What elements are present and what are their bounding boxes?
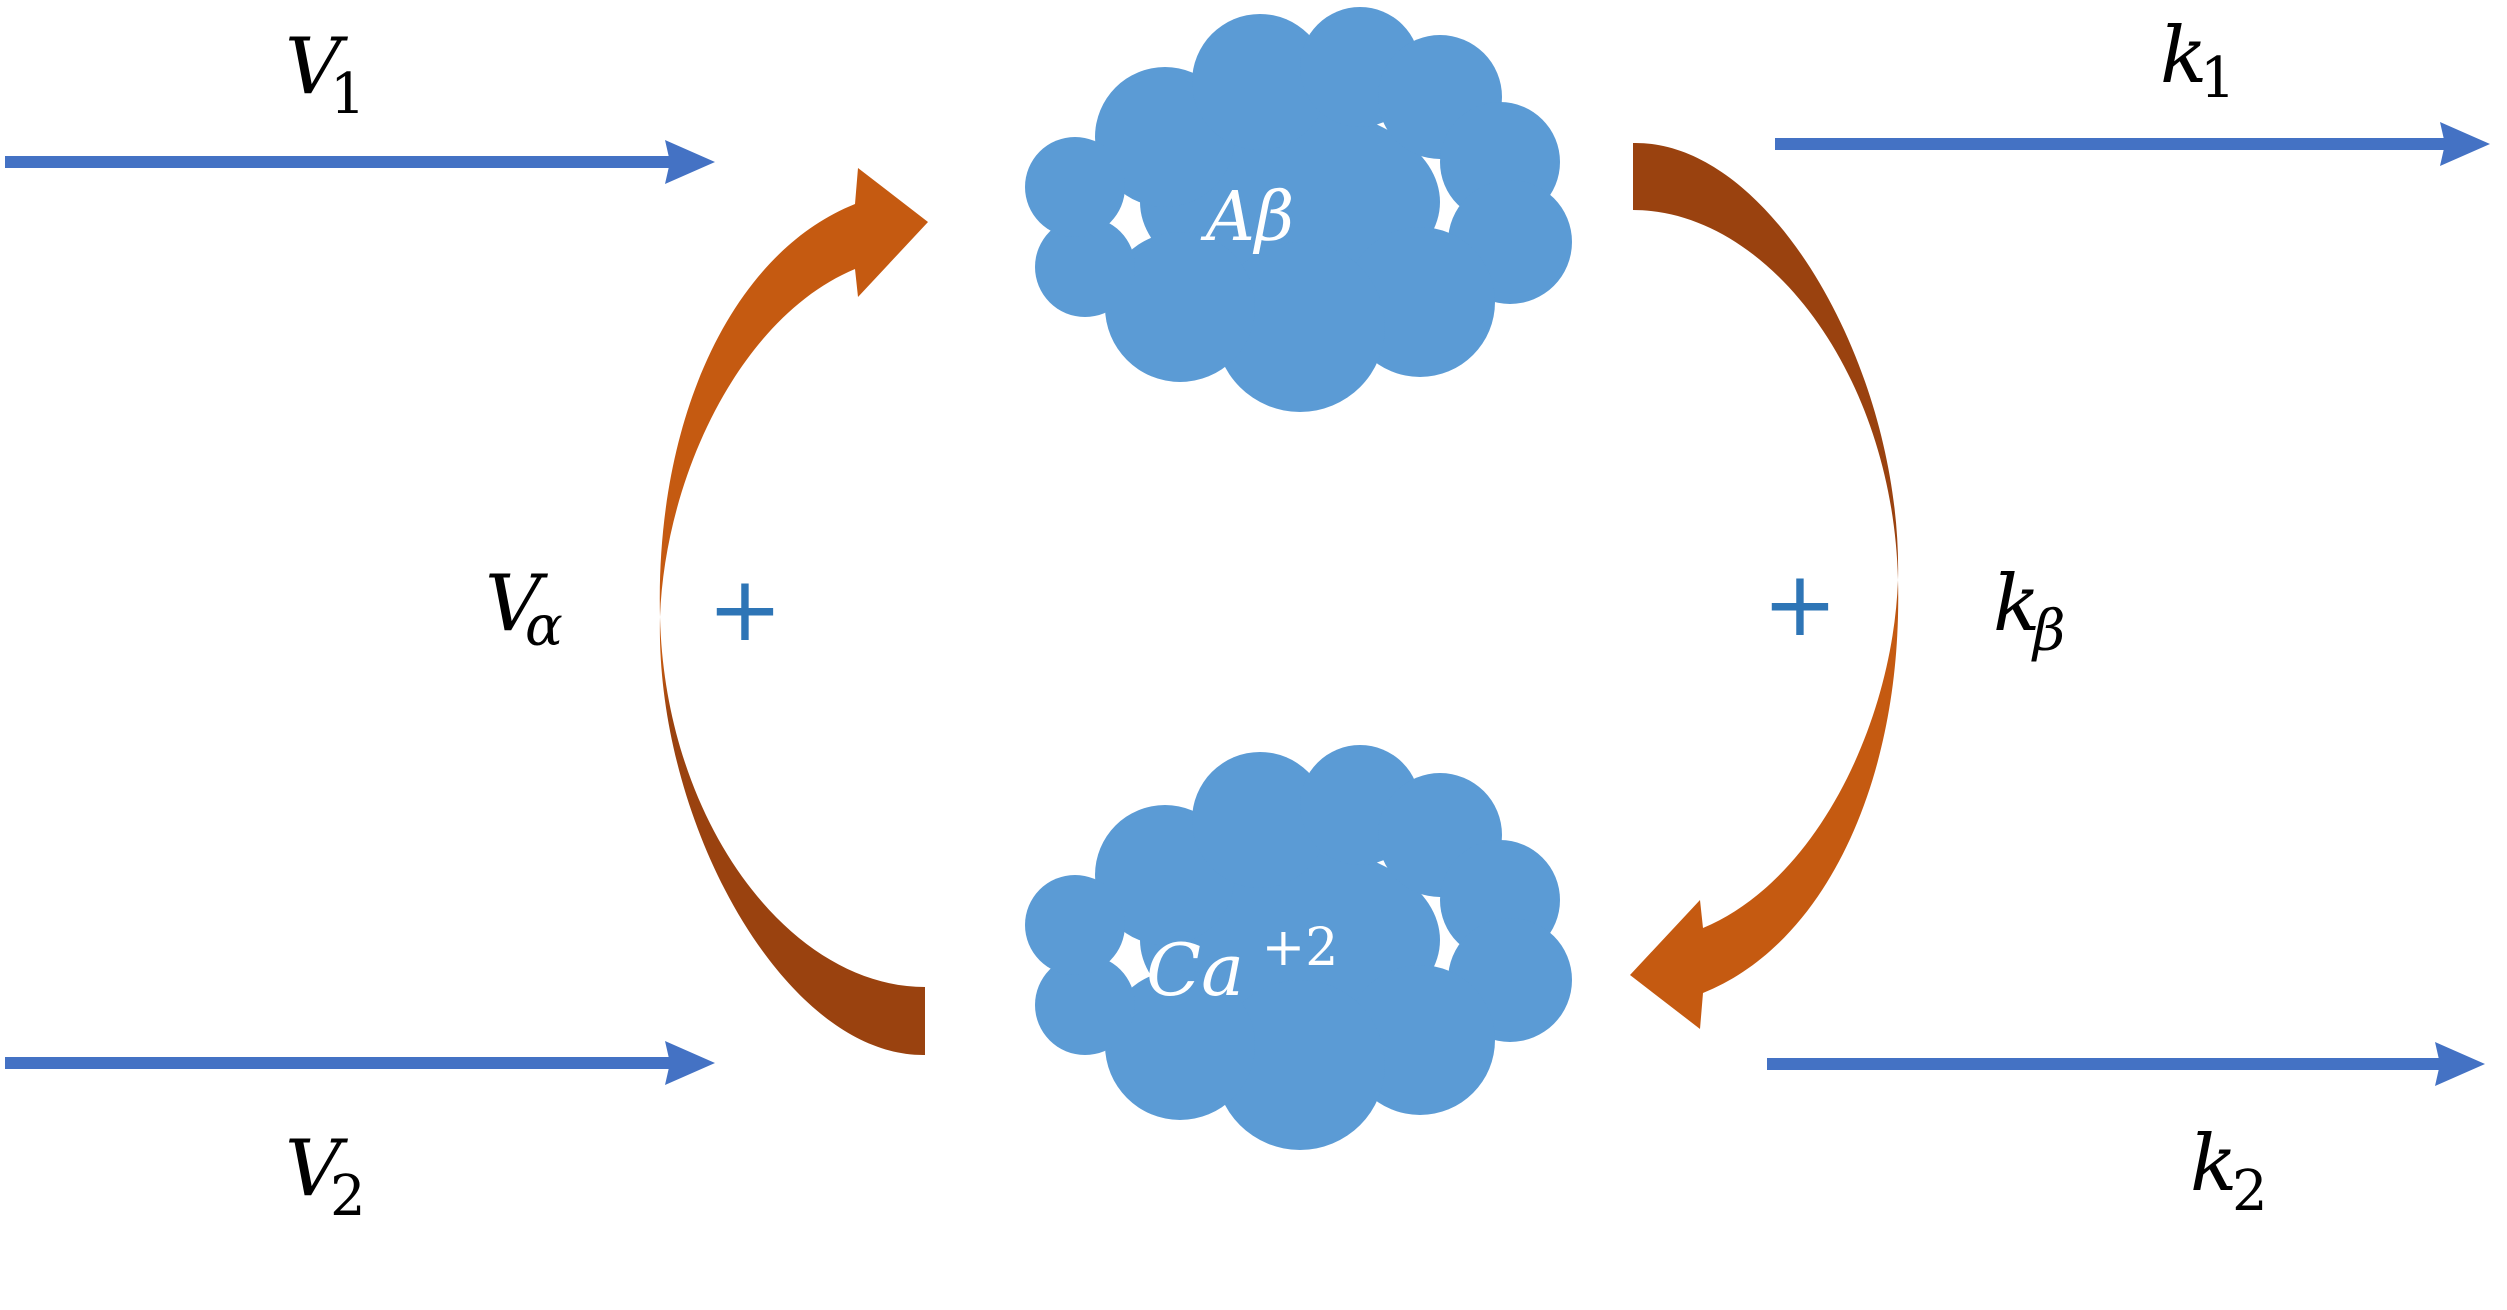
kbeta-subscript: β (2031, 599, 2065, 664)
v2-subscript: 2 (330, 1164, 366, 1229)
k1-outflow-arrow (1775, 122, 2490, 166)
k2-label: k (2190, 1119, 2237, 1209)
valpha-subscript: α (525, 594, 563, 659)
calcium-label: Ca (1146, 928, 1244, 1012)
v2-label: V (285, 1124, 348, 1214)
v1-label: V (285, 22, 348, 112)
calcium-charge-superscript: +2 (1262, 918, 1339, 978)
valpha-curved-arrow (659, 168, 928, 1056)
v1-inflow-arrow (5, 140, 715, 184)
v2-inflow-arrow (5, 1041, 715, 1085)
k1-subscript: 1 (2200, 46, 2236, 111)
kbeta-label: k (1993, 559, 2040, 649)
valpha-label: V (485, 559, 548, 649)
abeta-label: Aβ (1200, 178, 1294, 257)
abeta-cloud (1025, 7, 1572, 412)
left-plus-sign: + (707, 557, 782, 662)
v1-subscript: 1 (330, 62, 366, 127)
right-plus-sign: + (1762, 552, 1837, 657)
k2-subscript: 2 (2232, 1159, 2268, 1224)
k1-label: k (2160, 11, 2207, 101)
k2-outflow-arrow (1767, 1042, 2485, 1086)
kbeta-curved-arrow (1630, 142, 1899, 1029)
